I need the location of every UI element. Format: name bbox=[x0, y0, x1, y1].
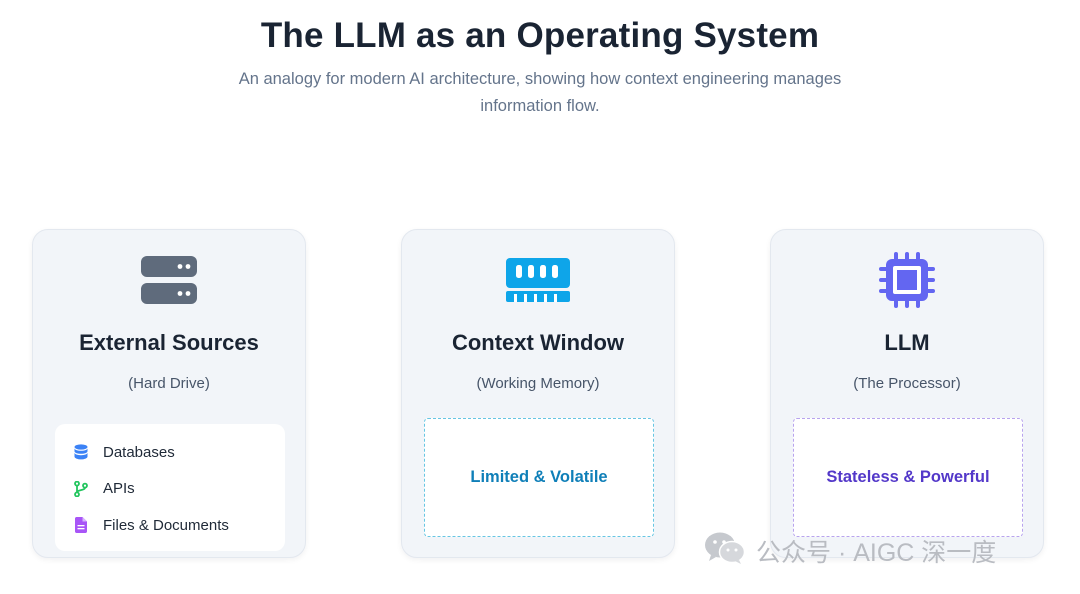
page-title: The LLM as an Operating System bbox=[260, 16, 820, 55]
page-subtitle: An analogy for modern AI architecture, s… bbox=[238, 70, 842, 115]
memory-icon bbox=[402, 252, 674, 308]
list-item-label: Files & Documents bbox=[103, 516, 229, 534]
card-title: LLM bbox=[884, 330, 930, 355]
database-icon bbox=[73, 444, 89, 460]
card-subtitle: (Hard Drive) bbox=[128, 375, 210, 392]
cpu-icon bbox=[771, 252, 1043, 308]
watermark: 公众号 · AIGC 深一度 bbox=[704, 532, 997, 568]
card-title: Context Window bbox=[451, 330, 625, 355]
context-note: Limited & Volatile bbox=[470, 468, 608, 486]
external-sources-card: External Sources (Hard Drive) Databases bbox=[32, 229, 306, 558]
card-subtitle: (The Processor) bbox=[853, 375, 961, 392]
card-title: External Sources bbox=[79, 330, 259, 355]
context-window-card: Context Window (Working Memory) Limited … bbox=[401, 229, 675, 558]
card-subtitle: (Working Memory) bbox=[476, 375, 600, 392]
wechat-icon bbox=[704, 531, 746, 572]
list-item-label: APIs bbox=[103, 480, 135, 498]
list-item-apis: APIs bbox=[73, 471, 285, 508]
sources-list: Databases APIs bbox=[55, 424, 285, 551]
list-item-files: Files & Documents bbox=[73, 507, 285, 544]
llm-card: LLM (The Processor) Stateless & Powerful bbox=[770, 229, 1044, 558]
llm-note-box: Stateless & Powerful bbox=[793, 418, 1023, 537]
list-item-label: Databases bbox=[103, 443, 175, 461]
code-branch-icon bbox=[73, 480, 89, 497]
file-icon bbox=[73, 517, 89, 534]
context-note-box: Limited & Volatile bbox=[424, 418, 654, 537]
watermark-text: 公众号 · AIGC 深一度 bbox=[756, 539, 997, 567]
server-icon bbox=[33, 252, 305, 308]
llm-note: Stateless & Powerful bbox=[826, 468, 990, 486]
list-item-databases: Databases bbox=[73, 434, 285, 471]
